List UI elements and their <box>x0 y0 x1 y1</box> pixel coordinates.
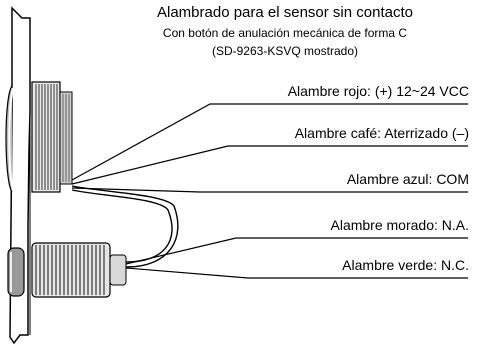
button-wires <box>71 103 468 193</box>
red-wire <box>71 103 468 181</box>
sensor-wires <box>125 237 468 279</box>
wire-label-green: Alambre verde: N.C. <box>342 257 469 273</box>
sensor-cable <box>71 185 179 268</box>
sensor-nut <box>7 247 25 297</box>
push-button-cap <box>5 85 14 193</box>
diagram-subtitle: Con botón de anulación mecánica de forma… <box>162 26 408 40</box>
green-wire <box>125 267 468 279</box>
wire-label-purple: Alambre morado: N.A. <box>330 217 470 233</box>
sensor-body <box>31 242 127 298</box>
wire-label-brown: Alambre café: Aterrizado (–) <box>294 125 469 141</box>
diagram-title: Alambrado para el sensor sin contacto <box>157 4 413 21</box>
purple-wire <box>125 237 468 265</box>
wire-label-blue: Alambre azul: COM <box>346 171 469 187</box>
button-housing <box>31 81 73 193</box>
model-note: (SD-9263-KSVQ mostrado) <box>211 44 359 58</box>
blue-wire <box>71 187 468 193</box>
brown-wire <box>71 145 468 185</box>
wire-label-red: Alambre rojo: (+) 12~24 VCC <box>287 83 469 99</box>
